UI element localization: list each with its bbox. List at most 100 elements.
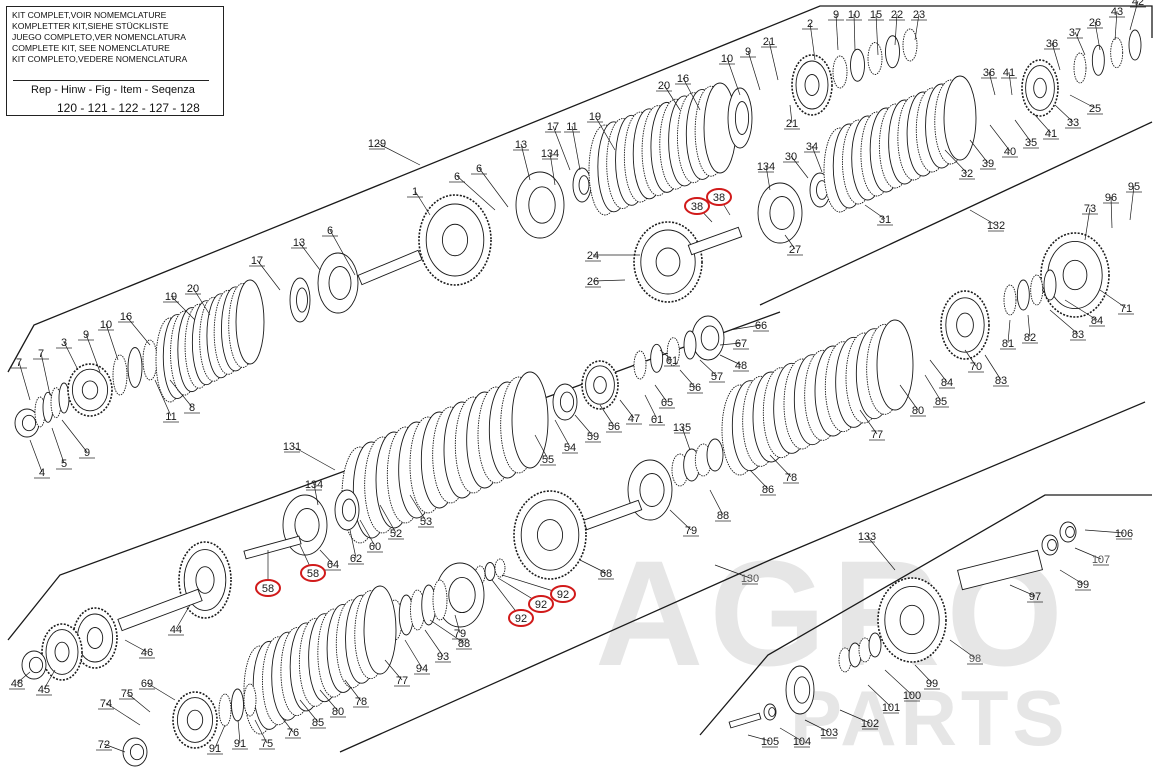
callout-13: 13 [515, 139, 527, 151]
callout-88: 88 [458, 638, 470, 650]
part-shims-top [832, 28, 918, 89]
callout-58: 58 [262, 583, 274, 595]
leader-77 [859, 409, 878, 435]
part-yoke-102 [785, 665, 815, 715]
leader-27 [784, 234, 796, 250]
callout-54: 54 [564, 442, 576, 454]
callout-84: 84 [941, 377, 953, 389]
part-disc-pack-78-80 [243, 585, 397, 735]
callout-131: 131 [283, 441, 301, 453]
callout-16: 16 [120, 311, 132, 323]
leader-21 [768, 40, 779, 81]
callout-101: 101 [882, 702, 900, 714]
leader-67 [719, 342, 742, 346]
part-ring-99 [1041, 534, 1059, 556]
leader-46 [124, 639, 148, 653]
callout-20: 20 [187, 283, 199, 295]
part-bolt-105 [728, 712, 762, 729]
callout-103: 103 [820, 727, 838, 739]
highlight-ring-38 [684, 197, 710, 215]
leader-8 [169, 379, 193, 408]
part-gear-2 [791, 54, 833, 116]
callout-77: 77 [871, 429, 883, 441]
callout-56: 56 [689, 382, 701, 394]
callout-2: 2 [807, 18, 813, 30]
frame-top-assembly-lower [759, 121, 1153, 306]
part-bearing-17-top [572, 167, 592, 203]
callout-83: 83 [995, 375, 1007, 387]
callout-130: 130 [741, 573, 759, 585]
leader-102 [839, 709, 871, 724]
leader-101 [867, 684, 892, 708]
frame-middle-assembly-right [339, 401, 1146, 753]
callout-57: 57 [711, 371, 723, 383]
callout-129: 129 [368, 138, 386, 150]
leader-100 [884, 669, 913, 696]
leader-20 [663, 84, 681, 111]
callout-92: 92 [535, 599, 547, 611]
leader-47 [619, 399, 635, 419]
callout-79: 79 [685, 525, 697, 537]
leader-26 [592, 279, 626, 282]
callout-15: 15 [870, 9, 882, 21]
part-gear-83 [940, 290, 990, 360]
leader-41 [1008, 71, 1013, 96]
leader-107 [1074, 547, 1102, 560]
leader-68 [579, 559, 607, 574]
leader-30 [790, 155, 809, 179]
part-rings-81-83 [1003, 269, 1057, 316]
leader-36 [1051, 42, 1061, 71]
leader-22 [894, 13, 898, 46]
callout-82: 82 [1024, 332, 1036, 344]
callout-25: 25 [1089, 103, 1101, 115]
leader-55 [534, 434, 549, 460]
highlight-ring-58 [255, 579, 281, 597]
highlight-ring-92 [528, 595, 554, 613]
callout-104: 104 [793, 736, 811, 748]
leader-78 [344, 679, 362, 702]
callout-53: 53 [420, 516, 432, 528]
leader-16 [125, 315, 151, 346]
leader-52 [379, 504, 397, 534]
highlight-ring-58 [300, 564, 326, 582]
leader-77 [384, 659, 403, 681]
part-ring-16 [727, 87, 753, 149]
part-spring-93-88 [387, 579, 448, 641]
callout-135: 135 [673, 422, 691, 434]
leader-32 [944, 149, 968, 174]
callout-92: 92 [515, 613, 527, 625]
callout-41: 41 [1045, 128, 1057, 140]
leader-16 [682, 77, 701, 111]
leader-6 [329, 229, 356, 276]
leader-94 [404, 639, 423, 669]
part-disc-pack-19-20 [155, 279, 265, 403]
callout-6: 6 [327, 225, 333, 237]
callout-47: 47 [628, 413, 640, 425]
leader-33 [1054, 104, 1074, 123]
callout-92: 92 [557, 589, 569, 601]
part-gear-98 [877, 577, 947, 663]
leader-36 [988, 71, 996, 96]
leader-76 [279, 714, 294, 733]
callout-74: 74 [100, 698, 112, 710]
callout-84: 84 [1091, 315, 1103, 327]
leader-37 [1074, 31, 1086, 56]
part-shims-36-43 [1073, 29, 1142, 84]
leader-131 [291, 445, 336, 471]
leader-82 [1027, 314, 1031, 338]
callout-3: 3 [61, 337, 67, 349]
part-rings-61-57 [633, 330, 697, 380]
leader-129 [376, 142, 421, 166]
callout-79: 79 [454, 628, 466, 640]
callout-19: 19 [589, 111, 601, 123]
leader-5 [51, 427, 65, 464]
part-shaft-1 [357, 249, 423, 286]
leader-134 [313, 483, 319, 506]
part-shims-9-10 [112, 339, 158, 396]
leader-134 [765, 165, 771, 191]
callout-31: 31 [879, 214, 891, 226]
callout-6: 6 [454, 171, 460, 183]
callout-9: 9 [84, 447, 90, 459]
leader-96 [1110, 196, 1113, 229]
callout-36: 36 [983, 67, 995, 79]
